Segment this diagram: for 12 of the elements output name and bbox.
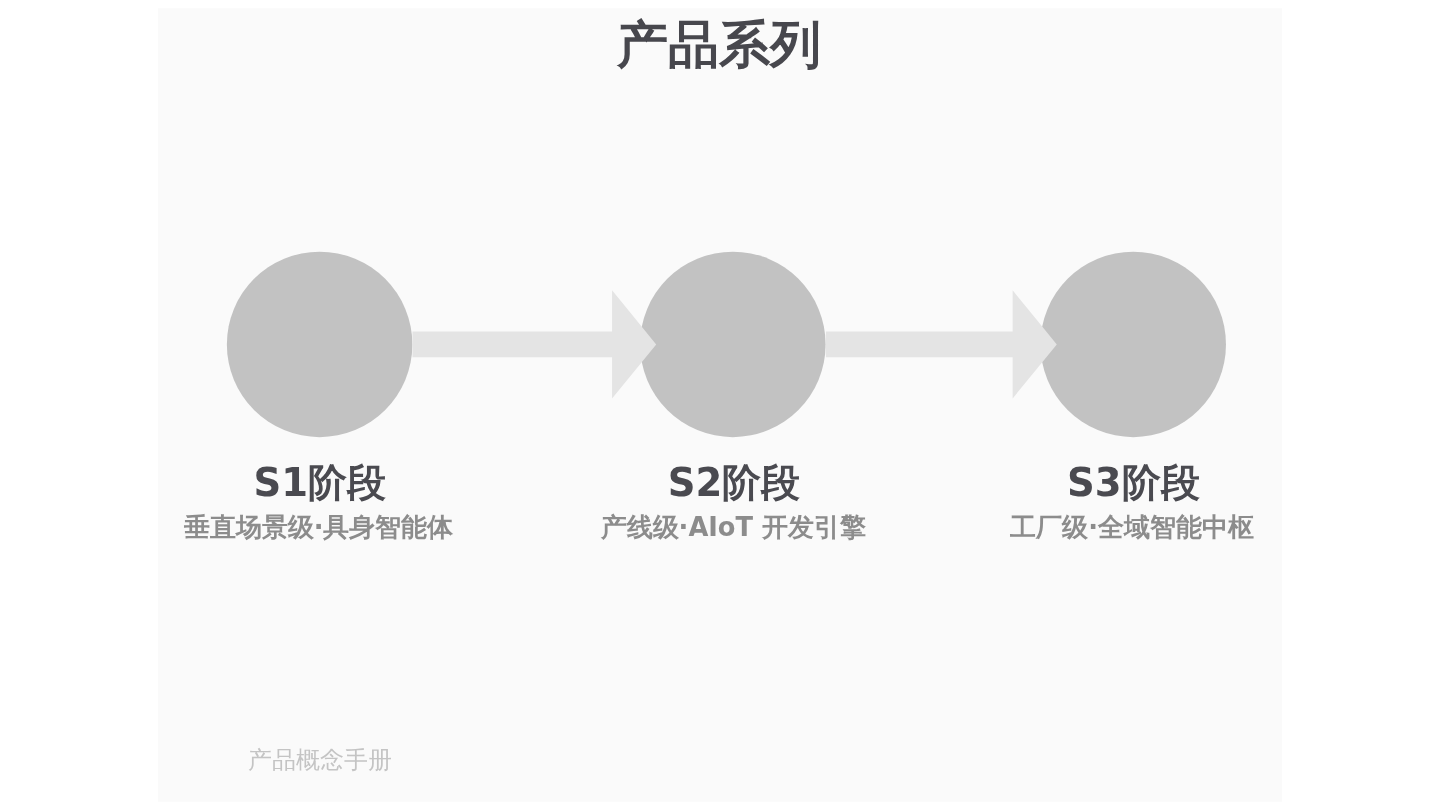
diagram-title: 产品系列 [617, 14, 822, 75]
node-label: S2阶段 [667, 460, 801, 506]
node-label: 垂直场景级·具身智能体 [183, 511, 454, 542]
node-circle [226, 251, 413, 438]
node-label: S3阶段 [1067, 460, 1200, 506]
node-label: 工厂级·全域智能中枢 [1010, 511, 1254, 542]
node-label: 产线级·AIoT 开发引擎 [600, 511, 866, 542]
arrow [825, 290, 1057, 399]
node-circle [1040, 251, 1226, 438]
node-circle [640, 251, 826, 438]
arrow [412, 290, 657, 399]
node-label: S1阶段 [253, 460, 387, 506]
